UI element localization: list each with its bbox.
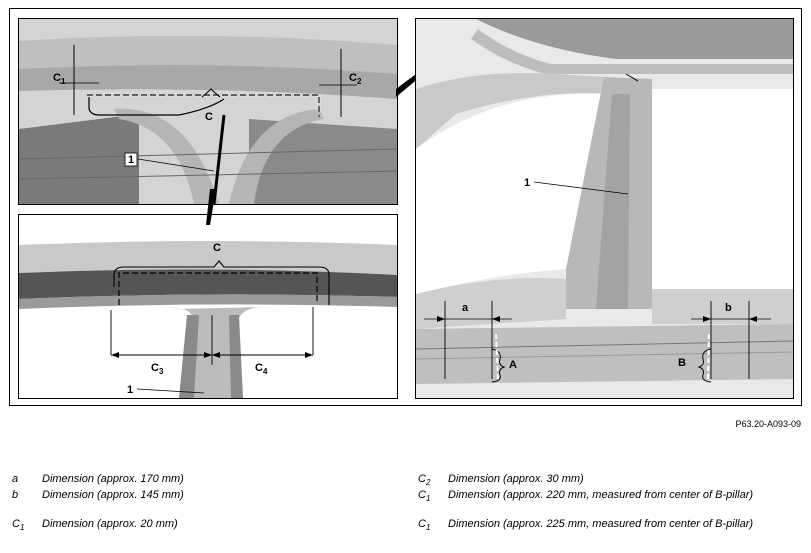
legend-item-a: a Dimension (approx. 170 mm) [12,472,392,486]
connector-wedge-left [206,189,216,225]
callout-c-top: C [205,111,213,123]
callout-c-bottom: C [213,242,221,254]
legend-symbol: a [12,473,19,485]
callout-dim-a: a [462,302,469,314]
pillar-junction-drawing: C C3 C4 1 [19,215,397,398]
legend-description: Dimension (approx. 20 mm) [42,518,178,530]
panel-side-view: 1 a b A B [415,18,794,399]
callout-part-1-top: 1 [128,154,134,166]
legend-symbol: C1 [418,489,431,504]
panel-roof-detail: C C1 C2 1 [18,18,398,205]
legend-description: Dimension (approx. 225 mm, measured from… [448,518,754,530]
legend-description: Dimension (approx. 145 mm) [42,489,184,501]
callout-zone-b: B [678,357,686,369]
legend-symbol: C1 [418,518,431,533]
callout-part-1-bottom: 1 [127,384,133,396]
connector-wedge-right [396,71,420,97]
callout-zone-a: A [509,359,517,371]
legend-item-c4: C1 Dimension (approx. 225 mm, measured f… [418,517,798,545]
legend-description: Dimension (approx. 220 mm, measured from… [448,489,754,501]
legend-symbol: C1 [12,518,25,533]
callout-c4: C4 [255,362,268,376]
roof-detail-drawing: C C1 C2 1 [19,19,397,204]
figure-frame: C C1 C2 1 C [9,8,802,406]
callout-c3: C3 [151,362,164,376]
legend-item-c1: C1 Dimension (approx. 20 mm) [12,517,392,532]
panel-pillar-junction: C C3 C4 1 [18,214,398,399]
callout-c1: C1 [53,72,66,86]
legend-description: Dimension (approx. 170 mm) [42,473,184,485]
figure-code: P63.20-A093-09 [735,419,801,429]
legend-symbol: b [12,489,19,501]
legend-item-c3: C1 Dimension (approx. 220 mm, measured f… [418,488,798,516]
callout-c2: C2 [349,72,362,86]
callout-part-1-right: 1 [524,177,530,189]
side-view-drawing: 1 a b A B [416,19,793,398]
legend-description: Dimension (approx. 30 mm) [448,473,584,485]
legend-symbol: C2 [418,473,431,488]
legend-item-c2: C2 Dimension (approx. 30 mm) [418,472,798,487]
callout-dim-b: b [725,302,732,314]
legend-item-b: b Dimension (approx. 145 mm) [12,488,392,502]
